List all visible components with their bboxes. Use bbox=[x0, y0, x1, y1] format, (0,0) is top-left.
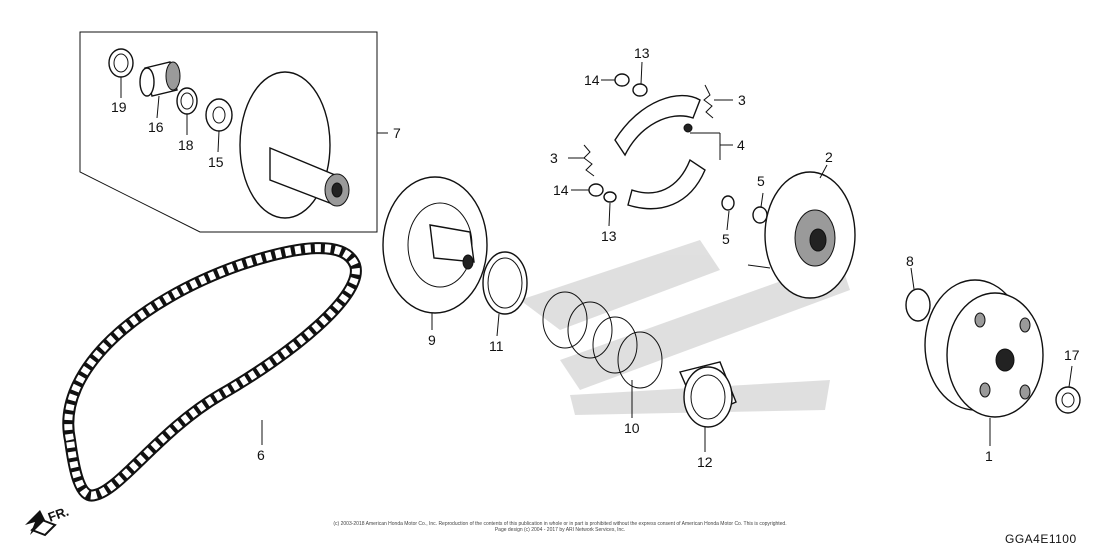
part-14-clip-upper bbox=[614, 73, 630, 87]
copyright-notice: (c) 2003-2018 American Honda Motor Co., … bbox=[333, 521, 787, 533]
part-1-clutch-outer bbox=[924, 279, 1044, 418]
part-13-washer-lower bbox=[603, 191, 617, 203]
drawing-code: GGA4E1100 bbox=[1005, 532, 1077, 546]
part-12-collar bbox=[679, 361, 737, 428]
part-3-spring-lower bbox=[583, 144, 595, 177]
part-13-washer-upper bbox=[632, 83, 648, 97]
leader-lines bbox=[120, 61, 1073, 452]
part-4-clutch-weights bbox=[614, 94, 706, 210]
callout-labels: 19 16 18 15 7 13 14 3 4 3 14 13 5 5 2 8 … bbox=[111, 45, 1080, 470]
callout-13-lower: 13 bbox=[601, 228, 617, 244]
front-label: FR. bbox=[46, 504, 71, 525]
part-14-clip-lower bbox=[588, 183, 604, 197]
part-17-nut bbox=[1055, 386, 1081, 414]
callout-10: 10 bbox=[624, 420, 640, 436]
callout-17: 17 bbox=[1064, 347, 1080, 363]
part-15-bearing bbox=[205, 98, 233, 132]
part-16-needle-bearing bbox=[139, 61, 181, 97]
callout-14-lower: 14 bbox=[553, 182, 569, 198]
callout-1: 1 bbox=[985, 448, 993, 464]
callout-15: 15 bbox=[208, 154, 224, 170]
part-19-snap-ring bbox=[108, 48, 134, 78]
part-2-clutch-plate bbox=[747, 171, 856, 299]
callout-6: 6 bbox=[257, 447, 265, 463]
part-7-driven-face bbox=[239, 71, 350, 219]
callout-5-upper: 5 bbox=[757, 173, 765, 189]
sub-assembly-box bbox=[79, 31, 378, 233]
part-11-seal bbox=[482, 251, 528, 315]
part-3-spring-upper bbox=[703, 84, 714, 119]
callout-2: 2 bbox=[825, 149, 833, 165]
callout-11: 11 bbox=[489, 338, 504, 354]
callout-4: 4 bbox=[737, 137, 745, 153]
callout-3-lower: 3 bbox=[550, 150, 558, 166]
part-5-nut-b bbox=[752, 206, 768, 224]
part-9-drive-plate bbox=[382, 176, 488, 314]
callout-13-upper: 13 bbox=[634, 45, 650, 61]
part-10-spring bbox=[542, 291, 663, 389]
part-18-snap-ring bbox=[176, 87, 198, 115]
callout-14-upper: 14 bbox=[584, 72, 600, 88]
part-8-circlip bbox=[905, 288, 931, 322]
callout-8: 8 bbox=[906, 253, 914, 269]
front-direction-arrow: FR. bbox=[25, 504, 71, 537]
part-5-nut-a bbox=[721, 195, 735, 211]
callout-5-lower: 5 bbox=[722, 231, 730, 247]
part-6-drive-belt bbox=[62, 242, 362, 502]
callout-3-upper: 3 bbox=[738, 92, 746, 108]
callout-9: 9 bbox=[428, 332, 436, 348]
callout-16: 16 bbox=[148, 119, 164, 135]
callout-12: 12 bbox=[697, 454, 713, 470]
callout-7: 7 bbox=[393, 125, 401, 141]
callout-19: 19 bbox=[111, 99, 127, 115]
callout-18: 18 bbox=[178, 137, 194, 153]
